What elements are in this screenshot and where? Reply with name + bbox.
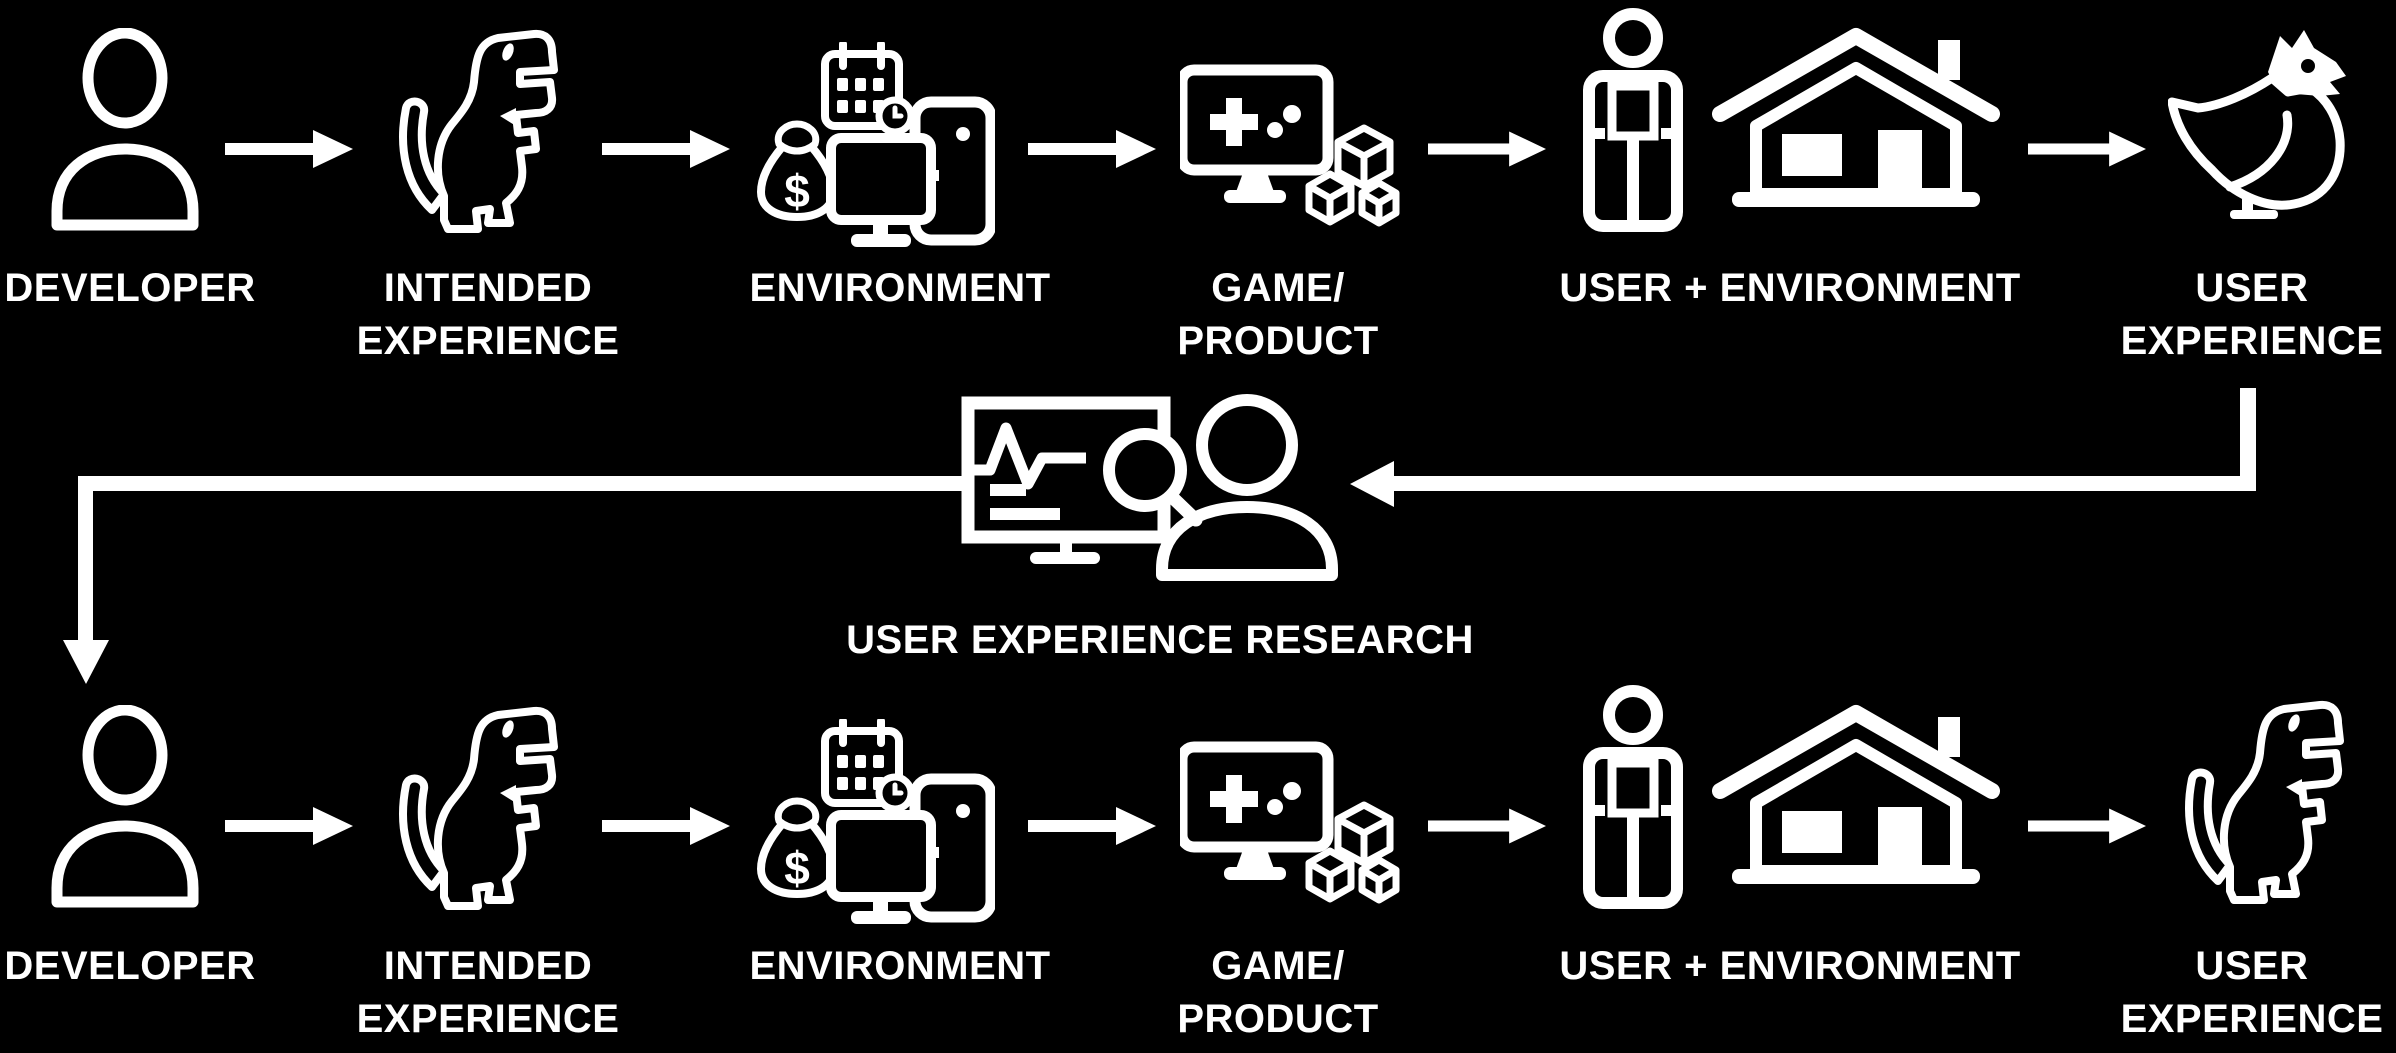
arrow-right-icon (1028, 807, 1156, 845)
game-screen-blocks-icon (1180, 38, 1408, 243)
arrow-right-icon (1428, 807, 1546, 845)
person-bust-icon (40, 28, 210, 233)
node-label: DEVELOPER (4, 944, 256, 988)
node-label: INTENDED (383, 266, 593, 310)
monitor-magnifier-person-icon (940, 388, 1350, 598)
game-screen-blocks-icon (1180, 715, 1408, 920)
node-label: PRODUCT (1177, 319, 1379, 363)
trex-icon (382, 20, 562, 240)
arrow-right-icon (2028, 807, 2146, 845)
person-standing-icon (1580, 8, 1686, 234)
node-label: USER (2195, 266, 2309, 310)
node-label: INTENDED (383, 944, 593, 988)
node-label: DEVELOPER (4, 266, 256, 310)
money-calendar-computer-icon (753, 719, 995, 925)
trex-icon (2168, 691, 2348, 911)
research-label: USER EXPERIENCE RESEARCH (846, 618, 1474, 662)
feedback-line-right-horizontal (1394, 476, 2256, 491)
money-calendar-computer-icon (753, 42, 995, 248)
node-label: USER (2195, 944, 2309, 988)
person-bust-icon (40, 705, 210, 910)
arrow-right-icon (225, 807, 353, 845)
node-label: GAME/ (1211, 266, 1345, 310)
node-label: ENVIRONMENT (749, 944, 1051, 988)
node-label: EXPERIENCE (356, 319, 620, 363)
feedback-arrow-down-icon (63, 640, 109, 684)
feedback-arrow-left-icon (1350, 461, 1394, 507)
feedback-line-left-horizontal (78, 476, 968, 491)
chicken-icon (2168, 14, 2366, 234)
node-label: PRODUCT (1177, 997, 1379, 1041)
feedback-line-left-vertical (78, 476, 93, 640)
person-standing-icon (1580, 685, 1686, 911)
arrow-right-icon (602, 130, 730, 168)
arrow-right-icon (602, 807, 730, 845)
arrow-right-icon (225, 130, 353, 168)
house-icon (1712, 20, 2000, 218)
arrow-right-icon (1028, 130, 1156, 168)
trex-icon (382, 697, 562, 917)
feedback-line-right-vertical (2240, 388, 2256, 490)
node-label: USER + ENVIRONMENT (1559, 266, 2021, 310)
node-label: GAME/ (1211, 944, 1345, 988)
node-label: USER + ENVIRONMENT (1559, 944, 2021, 988)
node-label: EXPERIENCE (2120, 997, 2384, 1041)
node-label: ENVIRONMENT (749, 266, 1051, 310)
house-icon (1712, 697, 2000, 895)
node-label: EXPERIENCE (2120, 319, 2384, 363)
arrow-right-icon (1428, 130, 1546, 168)
node-label: EXPERIENCE (356, 997, 620, 1041)
arrow-right-icon (2028, 130, 2146, 168)
